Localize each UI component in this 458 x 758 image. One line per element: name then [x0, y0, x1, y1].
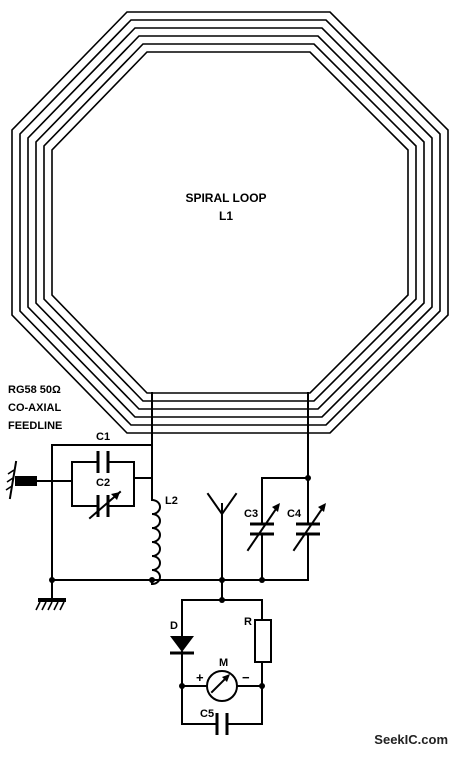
feedline-label-2: CO-AXIAL: [8, 402, 61, 414]
label-c4: C4: [287, 508, 302, 520]
loop-turn-4: [35, 35, 425, 410]
diode-d: [170, 599, 194, 687]
watermark: SeekIC.com: [374, 732, 448, 747]
label-c3: C3: [244, 508, 258, 520]
coax-connector: [5, 460, 53, 500]
feedline-label-1: RG58 50Ω: [8, 384, 61, 396]
loop-turn-6: [51, 51, 409, 394]
label-c2: C2: [96, 477, 110, 489]
inductor-l2: [150, 498, 161, 586]
loop-turn-5: [43, 43, 417, 402]
c1-c2-junction-left: [51, 462, 73, 507]
antenna-icon: [206, 492, 238, 601]
capacitor-c1: [71, 451, 135, 473]
label-meter-plus: +: [196, 670, 204, 685]
loop-turn-3: [27, 27, 433, 418]
feedline-label-3: FEEDLINE: [8, 420, 62, 432]
spiral-loop-l1: [11, 11, 449, 434]
ground-icon: [35, 579, 66, 611]
meter-icon: [206, 670, 238, 702]
resistor-r: [254, 599, 272, 687]
capacitor-c5: [181, 685, 263, 735]
capacitor-c2-variable: [71, 490, 135, 520]
loop-ref-label: L1: [219, 209, 233, 223]
label-m: M: [219, 657, 228, 669]
ground-bus: [51, 480, 309, 581]
label-c5: C5: [200, 708, 214, 720]
loop-turn-2: [19, 19, 441, 426]
loop-title: SPIRAL LOOP: [185, 191, 266, 205]
label-d: D: [170, 620, 178, 632]
capacitor-c3-variable: [246, 477, 280, 581]
label-r: R: [244, 616, 252, 628]
label-c1: C1: [96, 431, 110, 443]
label-l2: L2: [165, 495, 178, 507]
top-bus: [51, 444, 153, 482]
capacitor-c4-variable: [292, 477, 326, 581]
loop-turn-1: [11, 11, 449, 434]
label-meter-minus: −: [242, 670, 250, 685]
c1-c2-junction-right: [133, 461, 153, 507]
